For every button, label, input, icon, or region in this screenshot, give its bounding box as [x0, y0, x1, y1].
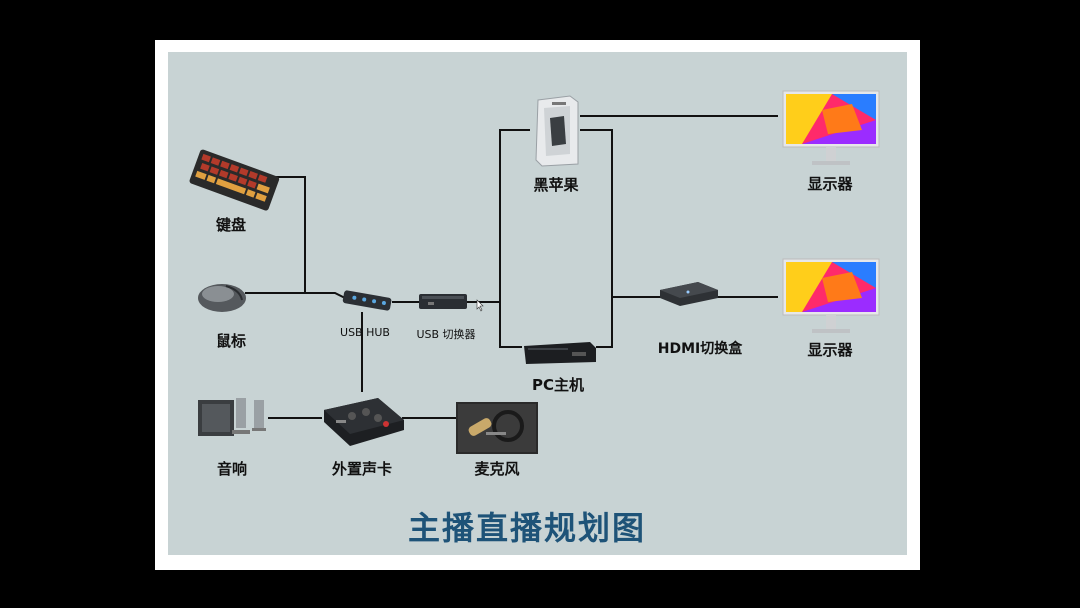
speaker-icon [198, 398, 266, 436]
mouse-icon [198, 284, 246, 312]
keyboard-icon [189, 149, 280, 211]
label-microphone: 麦克风 [474, 460, 520, 478]
label-keyboard: 键盘 [215, 216, 247, 234]
diagram-title: 主播直播规划图 [407, 509, 647, 547]
tower-case-icon [535, 95, 579, 167]
label-hdmi-switch: HDMI切换盒 [657, 341, 743, 357]
label-monitor-bottom: 显示器 [807, 341, 853, 359]
wire-keyboard [275, 176, 306, 293]
hdmi-switch-icon [660, 282, 718, 306]
label-pc: PC主机 [531, 376, 585, 394]
monitor-icon [782, 90, 880, 165]
monitor-icon [782, 258, 880, 333]
label-speaker: 音响 [216, 460, 248, 478]
pc-console-icon [524, 342, 596, 364]
sound-card-icon [324, 398, 404, 446]
label-usb-hub: USB HUB [340, 326, 390, 339]
label-hackintosh: 黑苹果 [533, 176, 579, 194]
label-mouse: 鼠标 [215, 332, 247, 350]
usb-hub-icon [342, 290, 392, 311]
wire-right-bus [580, 129, 613, 348]
wire-mouse [245, 292, 346, 299]
usb-switch-icon [419, 294, 467, 309]
label-usb-switch: USB 切换器 [416, 328, 476, 341]
microphone-icon [456, 402, 538, 454]
cursor-icon [476, 299, 484, 312]
label-sound-card: 外置声卡 [331, 460, 393, 478]
wire-split [499, 129, 530, 348]
label-monitor-top: 显示器 [807, 175, 853, 193]
